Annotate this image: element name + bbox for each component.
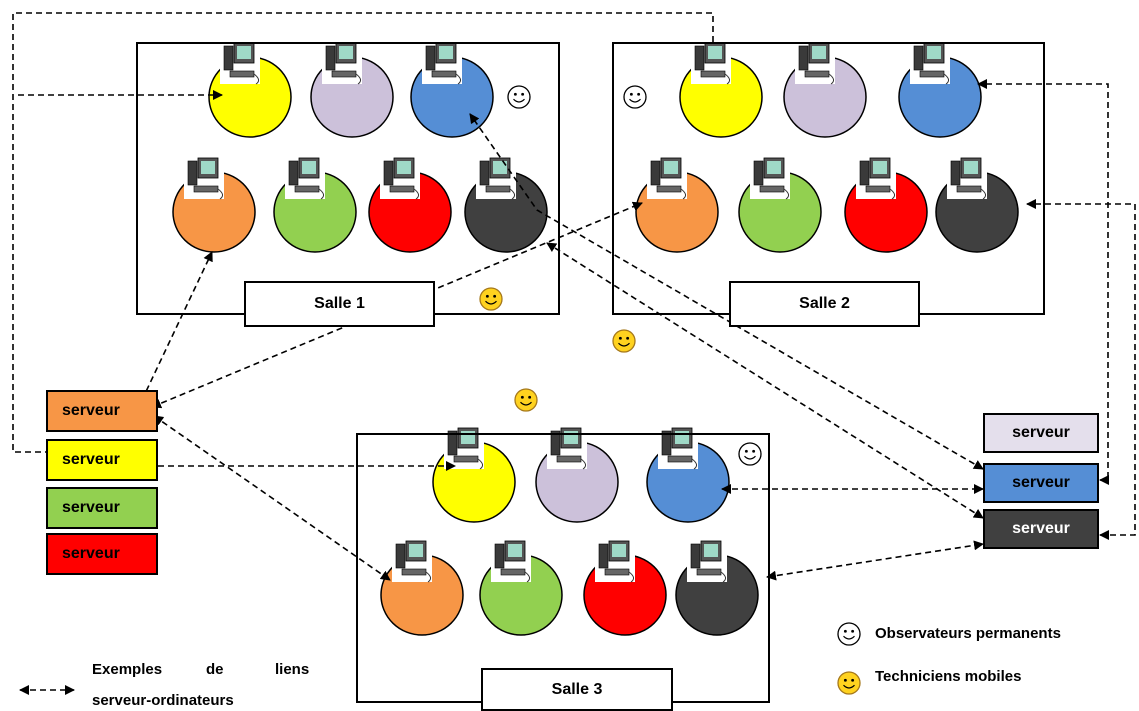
server-blue: serveur <box>983 463 1099 503</box>
computer-icon <box>910 40 950 85</box>
link-server-dark-to-s1-dark <box>546 242 984 519</box>
smiley-outline-icon <box>623 85 647 109</box>
computer-icon <box>184 155 224 200</box>
legend-technicians-label: Techniciens mobiles <box>875 668 1022 685</box>
legend-observer-icon <box>837 622 861 646</box>
smiley-yellow-icon <box>612 329 636 353</box>
computer-icon <box>491 538 531 583</box>
computer-icon <box>795 40 835 85</box>
computer-icon <box>322 40 362 85</box>
computer-icon <box>392 538 432 583</box>
station-s3-dark <box>675 538 759 636</box>
computer-icon <box>220 40 260 85</box>
server-yellow: serveur <box>46 439 158 481</box>
smiley-yellow-icon <box>514 388 538 412</box>
server-orange: serveur <box>46 390 158 432</box>
smiley-outline-icon <box>507 85 531 109</box>
legend-links-word-2: de <box>206 661 224 678</box>
server-red: serveur <box>46 533 158 575</box>
computer-icon <box>285 155 325 200</box>
smiley-yellow-icon <box>479 287 503 311</box>
computer-icon <box>595 538 635 583</box>
server-green: serveur <box>46 487 158 529</box>
computer-icon <box>687 538 727 583</box>
legend-links-word-3: liens <box>275 661 310 678</box>
room-salle-1 <box>136 42 560 315</box>
server-lavender: serveur <box>983 413 1099 453</box>
room-salle-2 <box>612 42 1045 315</box>
link-server-orange-to-s3-orange <box>153 415 391 581</box>
room-label-salle-2: Salle 2 <box>729 281 920 327</box>
server-dark: serveur <box>983 509 1099 549</box>
station-s3-red <box>583 538 667 636</box>
legend-technician-icon <box>837 671 861 695</box>
legend-links-line-2: serveur-ordinateurs <box>92 692 234 709</box>
link-s3-dark-to-server-dark <box>766 540 984 581</box>
room-label-salle-3: Salle 3 <box>481 668 673 711</box>
link-server-dark-to-s2-dark <box>1026 199 1136 540</box>
station-s3-green <box>479 538 563 636</box>
legend-links-word-1: Exemples <box>92 661 163 678</box>
room-salle-3 <box>356 433 770 703</box>
computer-icon <box>691 40 731 85</box>
station-s1-yellow <box>208 40 292 138</box>
station-s3-orange <box>380 538 464 636</box>
station-s1-lavender <box>310 40 394 138</box>
legend-observers-label: Observateurs permanents <box>875 625 1061 642</box>
smiley-outline-icon <box>738 442 762 466</box>
link-server-orange-to-s1-orange <box>141 251 213 401</box>
room-label-salle-1: Salle 1 <box>244 281 435 327</box>
computer-icon <box>422 40 462 85</box>
computer-icon <box>380 155 420 200</box>
